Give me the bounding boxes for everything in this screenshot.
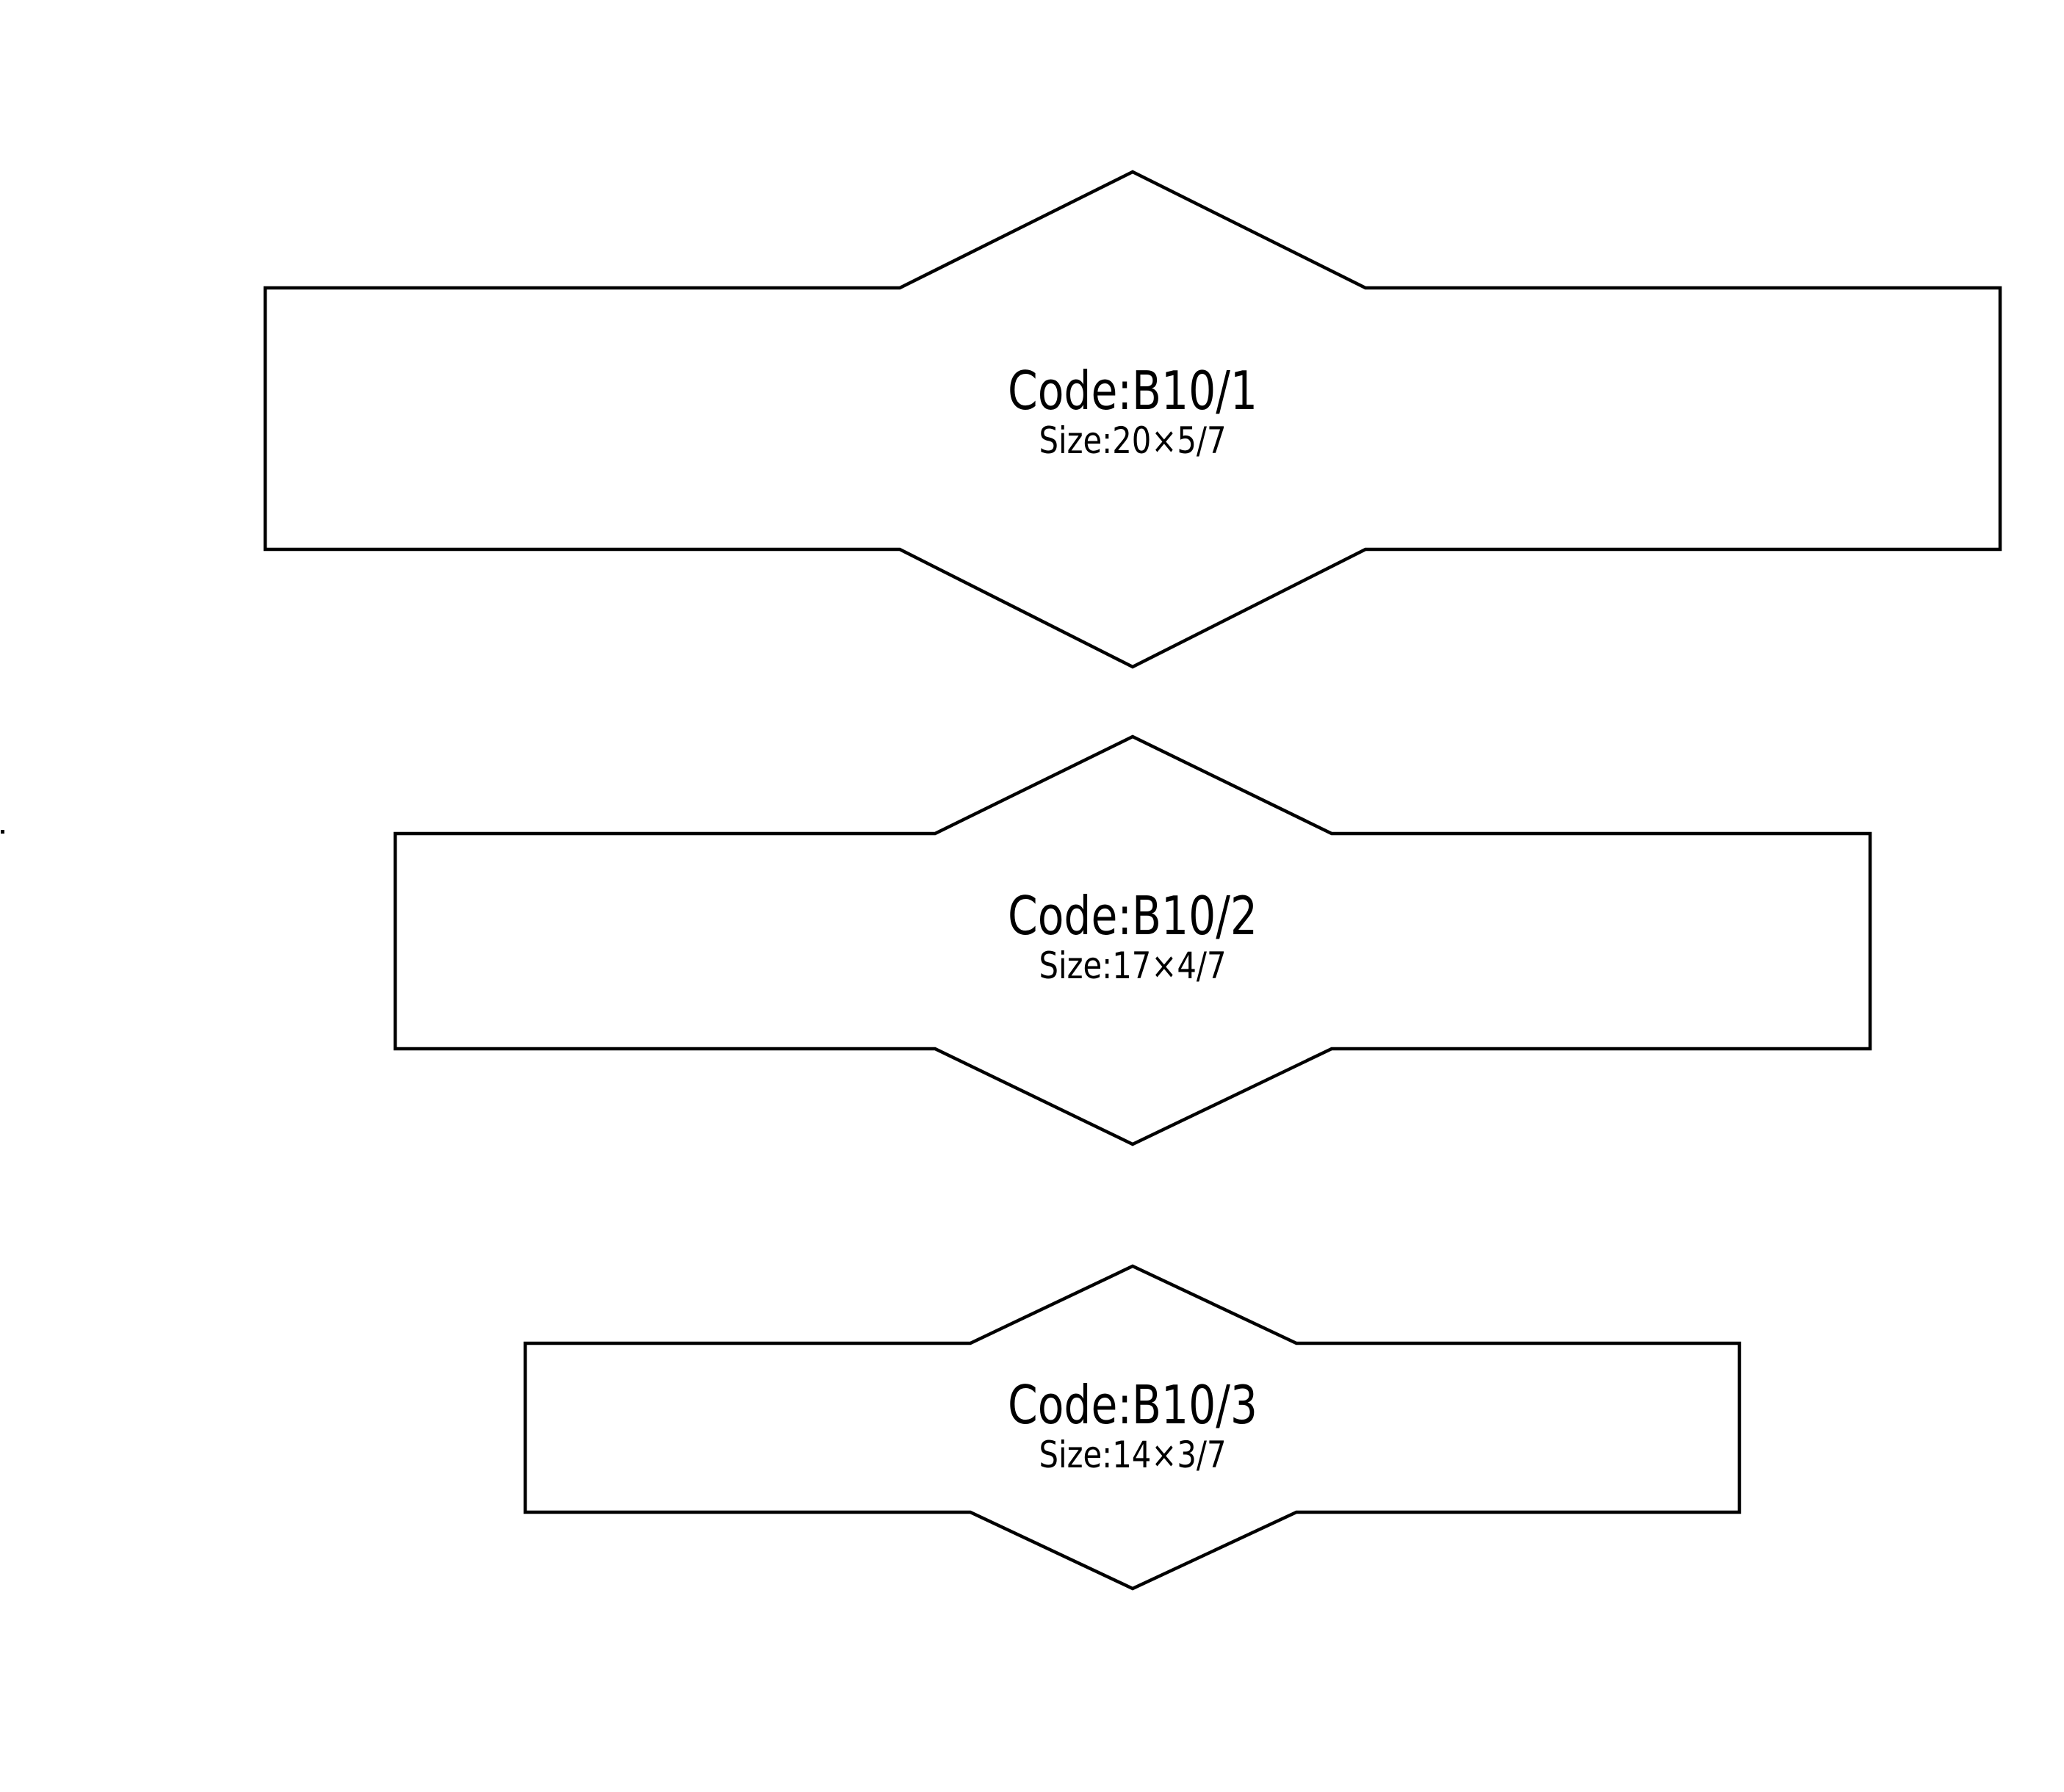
band-3-outline (523, 1264, 1742, 1591)
band-3-code-label: Code:B10/3 (1008, 1374, 1257, 1436)
band-3: Code:B10/3 Size:14×3/7 (523, 1264, 1742, 1591)
band-1-outline (263, 170, 2002, 669)
band-1-code-label: Code:B10/1 (1008, 360, 1257, 422)
band-2-code-label: Code:B10/2 (1008, 885, 1257, 947)
band-2: Code:B10/2 Size:17×4/7 (393, 734, 1872, 1146)
band-2-size-label: Size:17×4/7 (1039, 944, 1227, 987)
stray-mark (1, 830, 4, 834)
band-3-size-label: Size:14×3/7 (1039, 1434, 1227, 1476)
band-1: Code:B10/1 Size:20×5/7 (263, 170, 2002, 669)
band-2-outline (393, 734, 1872, 1146)
band-1-size-label: Size:20×5/7 (1039, 419, 1227, 462)
